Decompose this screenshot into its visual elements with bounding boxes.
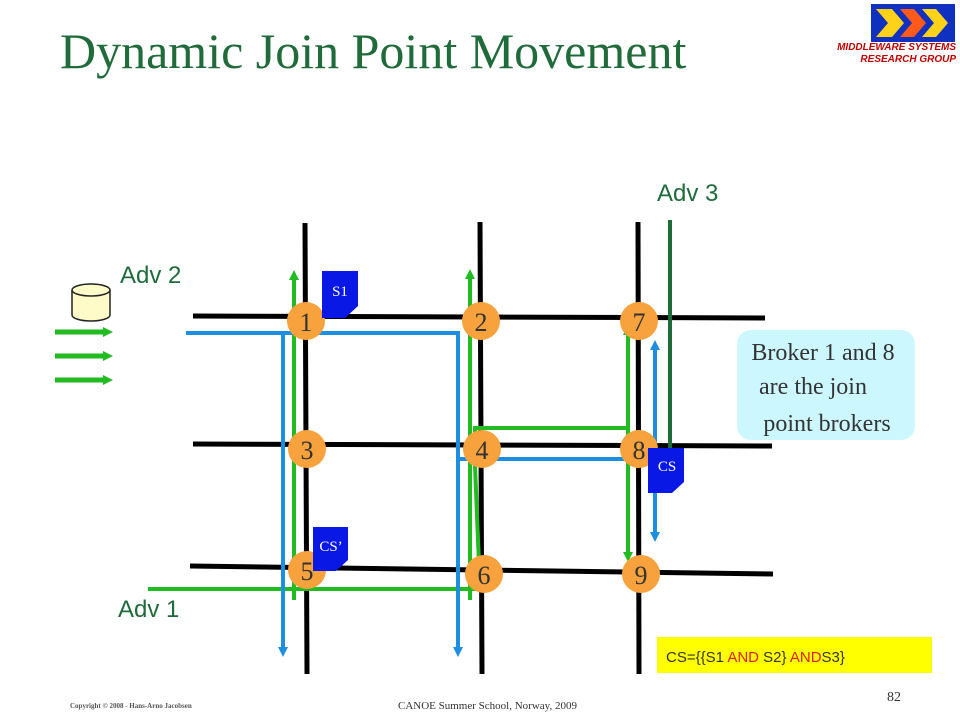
- svg-text:6: 6: [478, 561, 491, 590]
- adv2-arrows: [55, 327, 113, 385]
- logo-line1: MIDDLEWARE SYSTEMS: [837, 42, 956, 53]
- logo-line2: RESEARCH GROUP: [860, 54, 956, 65]
- svg-text:S1: S1: [332, 284, 348, 300]
- tag-cs-prime: CS’: [313, 527, 348, 571]
- tag-cs: CS: [648, 448, 684, 493]
- callout-line3: point brokers: [763, 411, 890, 437]
- broker-node-7: 7: [620, 302, 658, 340]
- event-text: CANOE Summer School, Norway, 2009: [398, 700, 577, 712]
- svg-text:2: 2: [475, 308, 488, 337]
- svg-text:CS’: CS’: [319, 539, 342, 555]
- adv2-label: Adv 2: [120, 262, 181, 289]
- svg-text:3: 3: [301, 436, 314, 465]
- tag-s1: S1: [322, 271, 358, 318]
- page-number: 82: [887, 690, 901, 705]
- broker-node-9: 9: [622, 555, 660, 593]
- logo-text: MIDDLEWARE SYSTEMS RESEARCH GROUP: [837, 42, 956, 66]
- subscription-paths: [186, 331, 660, 657]
- adv3-label: Adv 3: [657, 180, 718, 207]
- broker-node-3: 3: [288, 430, 326, 468]
- msrg-logo-icon: [871, 4, 955, 42]
- svg-text:1: 1: [300, 308, 313, 337]
- svg-text:8: 8: [633, 436, 646, 465]
- svg-text:CS: CS: [658, 459, 676, 475]
- svg-text:CS={{S1 AND S2} ANDS3}: CS={{S1 AND S2} ANDS3}: [666, 649, 845, 666]
- svg-text:9: 9: [635, 561, 648, 590]
- advertisement-paths: [148, 269, 633, 600]
- callout-line1: Broker 1 and 8: [751, 340, 894, 366]
- svg-text:4: 4: [476, 436, 489, 465]
- broker-node-2: 2: [462, 302, 500, 340]
- adv1-label: Adv 1: [118, 596, 179, 623]
- broker-node-6: 6: [465, 555, 503, 593]
- svg-text:5: 5: [301, 557, 314, 586]
- slide-title: Dynamic Join Point Movement: [60, 23, 687, 79]
- join-point-callout: Broker 1 and 8 are the join point broker…: [737, 330, 915, 440]
- broker-node-4: 4: [463, 430, 501, 468]
- broker-node-1: 1: [287, 302, 325, 340]
- cs-formula: CS={{S1 AND S2} ANDS3}: [657, 637, 932, 673]
- database-icon: [71, 283, 111, 322]
- svg-text:7: 7: [633, 308, 646, 337]
- callout-line2: are the join: [759, 374, 867, 400]
- sub-path-1: [186, 331, 463, 657]
- subscription-tags: S1 CS CS’: [313, 271, 684, 571]
- copyright-text: Copyright © 2008 - Hans-Arno Jacobsen: [70, 702, 192, 710]
